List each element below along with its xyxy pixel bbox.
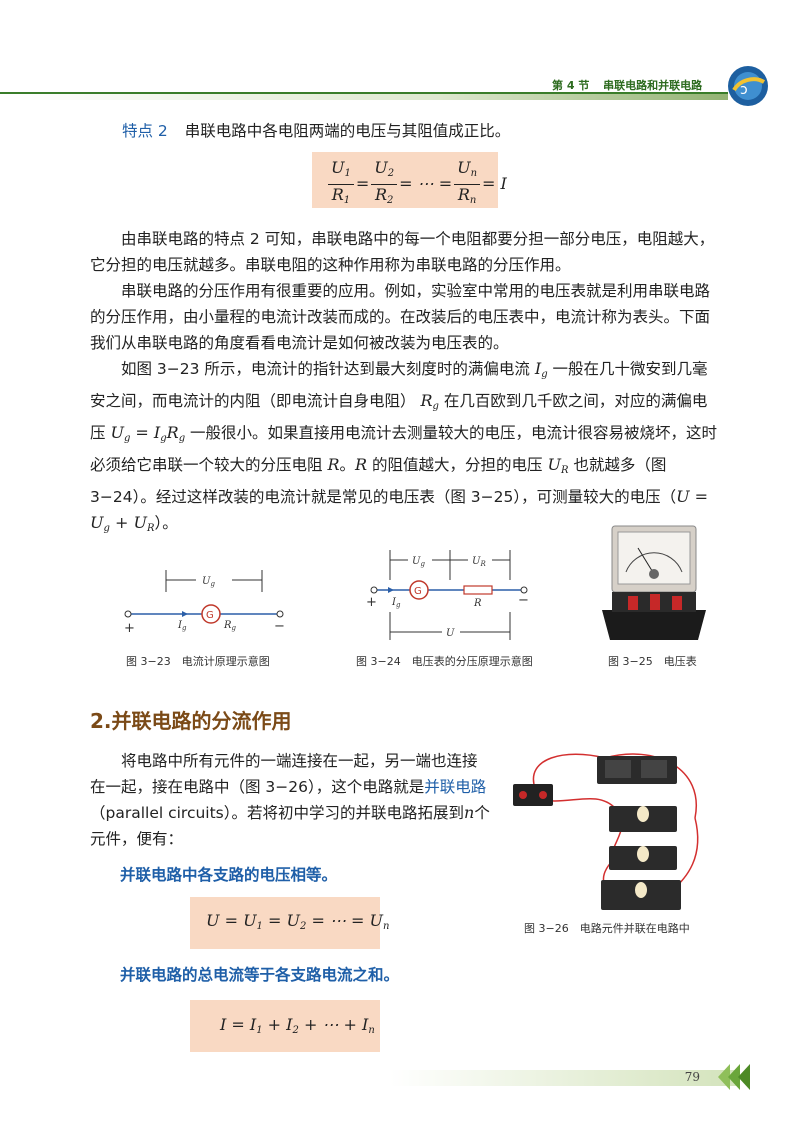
- paragraph-voltmeter-conversion: 如图 3−23 所示，电流计的指针达到最大刻度时的满偏电流 Ig 一般在几十微安…: [90, 359, 718, 534]
- svg-text:R: R: [473, 598, 482, 609]
- running-header: 第 4 节 串联电路和并联电路: [552, 77, 712, 93]
- svg-text:Ug: Ug: [412, 556, 425, 568]
- svg-text:−: −: [274, 619, 285, 634]
- term-parallel-circuit: 并联电路: [424, 778, 487, 796]
- svg-text:Ig: Ig: [391, 597, 401, 609]
- caption-fig-3-25: 图 3−25 电压表: [608, 655, 697, 668]
- svg-text:Rg: Rg: [223, 620, 237, 632]
- section-heading-parallel: 2.并联电路的分流作用: [90, 709, 292, 733]
- footer-band: [390, 1070, 740, 1086]
- fig-3-24-voltmeter-diagram: Ug UR G + − Ig R U: [366, 550, 529, 640]
- section-number: 第 4 节: [552, 79, 590, 92]
- formula-parallel-current: I = I1 + I2 + ⋯ + In: [220, 1015, 375, 1036]
- fig-3-23-galvanometer-diagram: Ug G + − Ig Rg: [124, 570, 285, 636]
- svg-text:+: +: [366, 595, 377, 610]
- svg-text:+: +: [124, 621, 135, 636]
- caption-fig-3-24: 图 3−24 电压表的分压原理示意图: [356, 655, 533, 668]
- svg-text:U: U: [446, 628, 455, 639]
- chapter-logo-icon: ↄ: [728, 66, 768, 106]
- feature2-text: 串联电路中各电阻两端的电压与其阻值成正比。: [184, 122, 511, 140]
- section-title: 串联电路和并联电路: [603, 79, 703, 92]
- feature2-line: 特点 2 串联电路中各电阻两端的电压与其阻值成正比。: [122, 118, 510, 144]
- paragraph-voltmeter-application: 串联电路的分压作用有很重要的应用。例如，实验室中常用的电压表就是利用串联电路的分…: [90, 282, 711, 352]
- formula-parallel-voltage: U = U1 = U2 = ⋯ = Un: [206, 911, 390, 932]
- svg-text:G: G: [206, 610, 214, 621]
- formula-box-parallel-voltage: U = U1 = U2 = ⋯ = Un: [190, 897, 389, 949]
- svg-text:ↄ: ↄ: [740, 82, 748, 98]
- fig-3-25-voltmeter-photo: [602, 525, 706, 640]
- feature2-label: 特点 2: [122, 122, 168, 140]
- caption-fig-3-23: 图 3−23 电流计原理示意图: [126, 655, 270, 668]
- svg-text:−: −: [518, 593, 529, 608]
- footer-chevrons-icon: [718, 1064, 750, 1090]
- header-rule: [0, 92, 728, 94]
- page-number: 79: [684, 1070, 700, 1084]
- svg-text:Ug: Ug: [202, 576, 215, 588]
- rule-parallel-current: 并联电路的总电流等于各支路电流之和。: [120, 966, 400, 984]
- svg-text:UR: UR: [472, 556, 486, 568]
- rule-parallel-voltage: 并联电路中各支路的电压相等。: [120, 866, 338, 884]
- fig-3-26-parallel-circuit-photo: [513, 753, 699, 910]
- header-band: [0, 94, 728, 100]
- formula-box-parallel-current: I = I1 + I2 + ⋯ + In: [190, 1000, 380, 1052]
- paragraph-parallel-intro: 将电路中所有元件的一端连接在一起，另一端也连接在一起，接在电路中（图 3−26）…: [90, 752, 490, 848]
- svg-text:Ig: Ig: [177, 620, 187, 632]
- caption-fig-3-26: 图 3−26 电路元件并联在电路中: [524, 922, 690, 935]
- paragraph-divider-effect: 由串联电路的特点 2 可知，串联电路中的每一个电阻都要分担一部分电压，电阻越大，…: [90, 230, 715, 274]
- svg-text:G: G: [414, 586, 422, 597]
